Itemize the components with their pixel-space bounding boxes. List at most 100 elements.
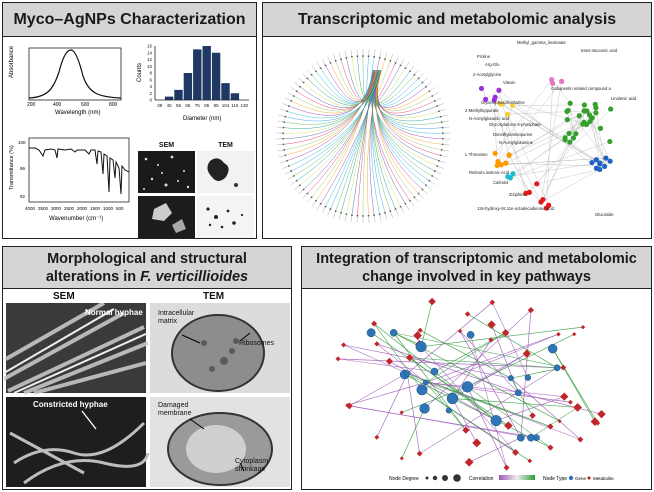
metabolite-node	[608, 106, 614, 112]
ftir-xtick: 3000	[51, 206, 62, 211]
metabolite-edge	[481, 88, 542, 203]
uv-xtick: 600	[81, 102, 90, 108]
circos-label-tick	[276, 126, 284, 128]
circos-label-tick	[432, 92, 439, 97]
metabolite-node	[503, 160, 509, 166]
circos-label-tick	[414, 69, 420, 75]
metabolite-node	[506, 152, 512, 159]
circos-label-tick	[434, 97, 442, 102]
metabolite-node	[504, 421, 513, 430]
integration-network: Node Degree Correlation Node Type Gene M…	[335, 297, 614, 482]
constricted-hyphae-label: Constricted hyphae	[33, 400, 108, 409]
correlation-edge	[552, 348, 598, 424]
circos-label-tick	[280, 160, 287, 164]
metabolite-node	[603, 155, 609, 161]
metabolite-label: Arg-Glu	[485, 62, 500, 67]
correlation-edge	[421, 326, 584, 348]
circos-label-tick	[287, 92, 294, 97]
circos-label-tick	[350, 215, 353, 223]
gene-node	[466, 331, 475, 339]
correlation-edge	[425, 382, 467, 431]
metabolite-edge	[510, 117, 593, 179]
metabolite-node	[570, 135, 577, 141]
metabolite-node	[416, 450, 423, 457]
histogram-bar	[164, 96, 174, 100]
metabolite-node	[568, 399, 573, 405]
circos-label-tick	[395, 56, 399, 63]
correlation-link	[299, 69, 379, 109]
metabolite-label: L-Threonine	[465, 152, 488, 157]
correlation-edge	[349, 374, 405, 407]
metabolite-node	[509, 102, 516, 109]
metabolite-edge	[536, 169, 600, 185]
gene-node	[524, 374, 532, 381]
legend-gene: Gene	[575, 476, 587, 481]
correlation-edge	[468, 437, 521, 463]
metabolite-node	[374, 341, 380, 347]
metabolite-node	[497, 101, 503, 107]
tem-column-header: TEM	[203, 291, 225, 302]
metabolite-node	[487, 320, 496, 329]
circos-label-tick	[338, 52, 342, 60]
metabolite-label: trans-Vaccenic acid	[581, 48, 618, 53]
histogram-bar	[174, 89, 183, 100]
metabolite-node	[495, 159, 501, 165]
circos-label-tick	[390, 211, 393, 218]
metabolite-node	[547, 423, 554, 430]
circos-label-tick	[434, 170, 442, 175]
correlation-edge	[401, 386, 468, 413]
metabolite-node	[567, 139, 573, 145]
metabolite-node	[597, 125, 604, 131]
ftir-ylabel: Transmittance (%)	[9, 145, 15, 190]
metabolite-edge	[495, 79, 552, 154]
uv-xtick: 800	[109, 102, 118, 108]
uv-vis-plot: Absorbance Wavelength (nm) 200 400 600 8…	[9, 45, 122, 116]
histogram-xtick: 65	[185, 103, 191, 108]
correlation-edge	[421, 333, 559, 391]
circos-label-tick	[344, 214, 347, 222]
metabolite-node	[491, 97, 497, 103]
metabolite-label: Linolenic acid	[611, 96, 637, 101]
gene-node	[366, 328, 376, 338]
circos-label-tick	[441, 149, 449, 152]
circos-label-tick	[316, 203, 321, 210]
metabolite-node	[345, 402, 353, 410]
metabolite-label: Ziziphine	[509, 192, 526, 197]
circos-label-tick	[294, 82, 301, 87]
metabolite-node	[567, 100, 573, 106]
metabolite-node	[595, 420, 601, 426]
ftir-xtick: 3500	[38, 206, 49, 211]
circos-label-tick	[327, 209, 331, 216]
metabolite-node	[482, 96, 489, 102]
histogram-xtick: 104	[222, 103, 230, 108]
metabolite-node	[589, 159, 595, 166]
correlation-edge	[459, 330, 519, 393]
sem-column-header: SEM	[53, 291, 75, 302]
metabolite-edge	[507, 114, 549, 206]
metabolite-label: Gabapentin related compound a	[551, 86, 612, 91]
histogram-xtick: 116	[231, 103, 239, 108]
gene-node	[527, 434, 535, 442]
species-name: F. verticillioides	[140, 269, 249, 285]
gene-node	[547, 343, 558, 354]
circos-label-tick	[390, 54, 393, 61]
histogram-bar	[230, 93, 240, 100]
metabolite-edge	[496, 105, 513, 166]
histogram-xtick: 130	[241, 103, 249, 108]
correlation-edge	[407, 373, 551, 427]
gene-node	[514, 389, 522, 397]
circos-label-tick	[338, 212, 342, 220]
metabolite-node	[385, 357, 393, 365]
metabolite-edge	[498, 90, 527, 194]
circos-label-tick	[405, 62, 410, 69]
circos-label-tick	[277, 149, 285, 152]
metabolite-label: Glycosylamine 6-phosphate	[489, 122, 541, 127]
circos-label-tick	[432, 175, 439, 180]
circos-label-tick	[409, 65, 415, 72]
metabolite-edge	[546, 83, 553, 208]
metabolite-node	[462, 426, 470, 434]
histogram-ytick: 4	[149, 84, 152, 89]
correlation-edge	[338, 358, 435, 372]
